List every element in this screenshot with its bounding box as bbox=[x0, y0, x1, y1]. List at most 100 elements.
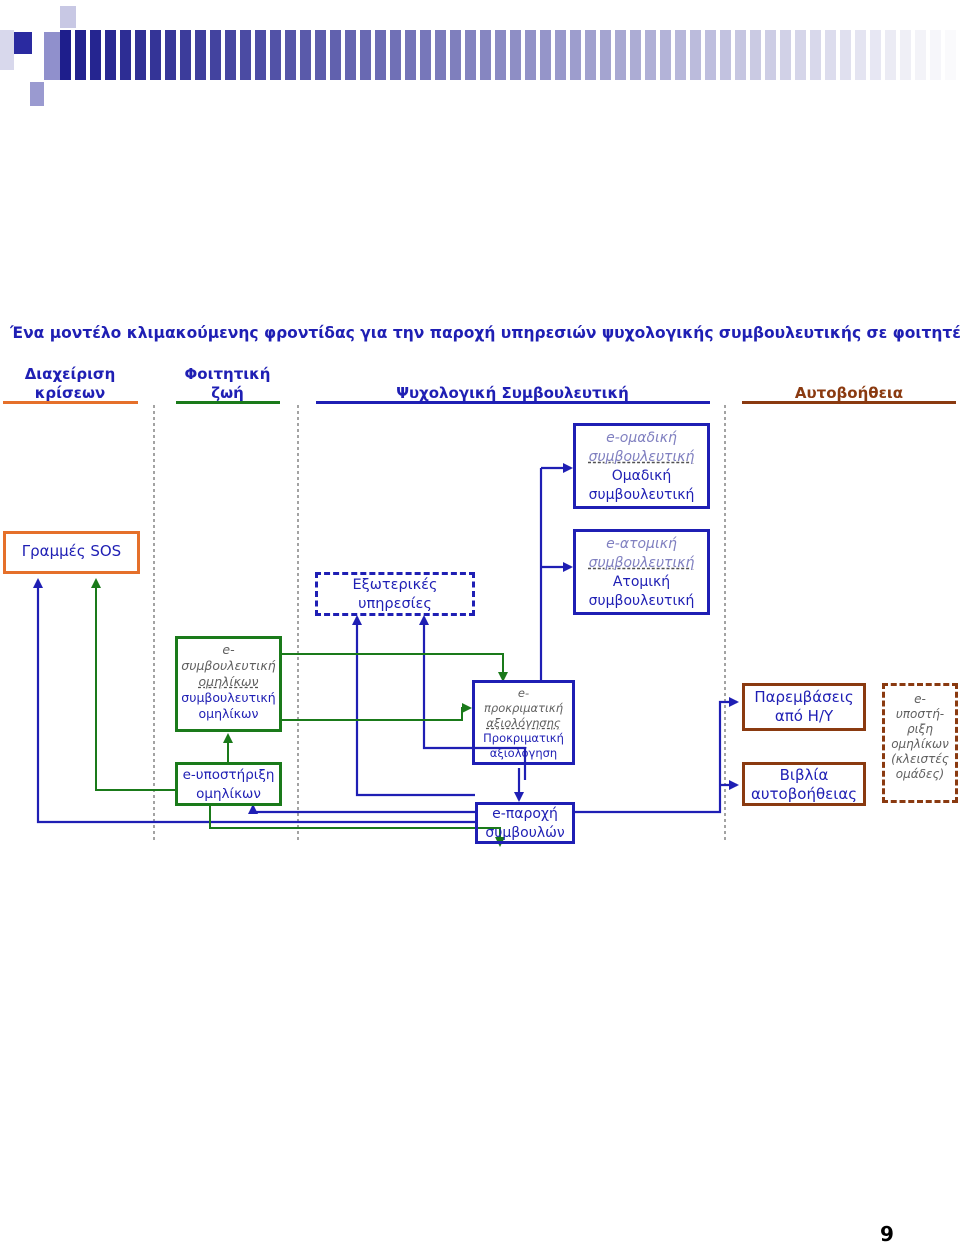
blue-line-to-self-help bbox=[575, 697, 739, 814]
band-stripe bbox=[870, 30, 881, 80]
individual-e-line2: συμβουλευτική bbox=[588, 555, 695, 571]
header-square-2 bbox=[0, 30, 14, 70]
books-line1: Βιβλία bbox=[779, 766, 829, 784]
band-stripe bbox=[135, 30, 146, 80]
band-stripe bbox=[450, 30, 461, 80]
band-stripe bbox=[615, 30, 626, 80]
peer-support-box: e-υποστήριξη ομηλίκων bbox=[175, 762, 282, 806]
band-stripe bbox=[720, 30, 731, 80]
band-stripe bbox=[915, 30, 926, 80]
band-stripe bbox=[105, 30, 116, 80]
individual-line2: συμβουλευτική bbox=[588, 593, 695, 609]
band-stripe bbox=[420, 30, 431, 80]
individual-line1: Ατομική bbox=[612, 574, 671, 590]
band-stripe bbox=[195, 30, 206, 80]
band-stripe bbox=[795, 30, 806, 80]
peer-groups-l6: ομάδες) bbox=[895, 767, 945, 781]
band-stripe bbox=[705, 30, 716, 80]
group-e-line1: e-ομαδική bbox=[606, 430, 677, 446]
band-stripe bbox=[375, 30, 386, 80]
category-crisis: Διαχείριση κρίσεων bbox=[0, 365, 140, 403]
band-stripe bbox=[585, 30, 596, 80]
band-stripe bbox=[480, 30, 491, 80]
band-stripe bbox=[345, 30, 356, 80]
band-stripe bbox=[120, 30, 131, 80]
category-student-life-underline bbox=[176, 401, 280, 404]
band-stripe bbox=[660, 30, 671, 80]
band-stripe bbox=[270, 30, 281, 80]
sos-lines-box: Γραμμές SOS bbox=[3, 531, 140, 574]
band-stripe bbox=[900, 30, 911, 80]
external-line2: υπηρεσίες bbox=[358, 596, 432, 612]
band-stripe bbox=[315, 30, 326, 80]
peer-counseling-e-line3: ομηλίκων bbox=[198, 674, 259, 689]
band-stripe bbox=[165, 30, 176, 80]
band-stripe bbox=[330, 30, 341, 80]
advice-line2: συμβουλών bbox=[485, 825, 565, 841]
peer-groups-box: e- υποστή- ριξη ομηλίκων (κλειστές ομάδε… bbox=[882, 683, 958, 803]
advice-line1: e-παροχή bbox=[492, 806, 558, 822]
band-stripe bbox=[150, 30, 161, 80]
header-square-3 bbox=[60, 6, 76, 28]
header-band bbox=[60, 30, 960, 80]
band-stripe bbox=[180, 30, 191, 80]
screening-box: e- προκριματική αξιολόγησης Προκριματική… bbox=[472, 680, 575, 765]
peer-groups-l4: ομηλίκων bbox=[891, 737, 949, 751]
books-line2: αυτοβοήθειας bbox=[750, 785, 858, 803]
band-stripe bbox=[750, 30, 761, 80]
band-stripe bbox=[525, 30, 536, 80]
group-counseling-box: e-ομαδική συμβουλευτική Ομαδική συμβουλε… bbox=[573, 423, 710, 509]
band-stripe bbox=[540, 30, 551, 80]
green-line-to-sos-2 bbox=[91, 578, 175, 791]
category-crisis-underline bbox=[3, 401, 138, 404]
band-stripe bbox=[255, 30, 266, 80]
band-stripe bbox=[60, 30, 71, 80]
band-stripe bbox=[90, 30, 101, 80]
band-stripe bbox=[855, 30, 866, 80]
band-stripe bbox=[465, 30, 476, 80]
screening-e-line1: e- bbox=[517, 686, 530, 700]
peer-groups-l2: υποστή- bbox=[895, 707, 945, 721]
computer-interventions-box: Παρεμβάσεις από Η/Υ bbox=[742, 683, 866, 731]
band-stripe bbox=[75, 30, 86, 80]
band-stripe bbox=[735, 30, 746, 80]
band-stripe bbox=[300, 30, 311, 80]
category-student-life-line2: ζωή bbox=[211, 384, 244, 402]
peer-groups-l5: (κλειστές bbox=[891, 752, 949, 766]
band-stripe bbox=[630, 30, 641, 80]
advice-box: e-παροχή συμβουλών bbox=[475, 802, 575, 844]
band-stripe bbox=[285, 30, 296, 80]
peer-counseling-line1: συμβουλευτική bbox=[181, 690, 276, 705]
band-stripe bbox=[510, 30, 521, 80]
category-counseling: Ψυχολογική Συμβουλευτική bbox=[396, 384, 629, 402]
peer-counseling-box: e- συμβουλευτική ομηλίκων συμβουλευτική … bbox=[175, 636, 282, 732]
screening-e-line3: αξιολόγησης bbox=[486, 716, 561, 730]
individual-e-line1: e-ατομική bbox=[606, 536, 677, 552]
band-stripe bbox=[825, 30, 836, 80]
screening-e-line2: προκριματική bbox=[483, 701, 563, 715]
band-stripe bbox=[210, 30, 221, 80]
band-stripe bbox=[930, 30, 941, 80]
group-e-line2: συμβουλευτική bbox=[588, 449, 695, 465]
category-self-help: Αυτοβοήθεια bbox=[794, 384, 904, 402]
green-line-peer-to-screening bbox=[282, 703, 472, 721]
category-crisis-line2: κρίσεων bbox=[34, 384, 106, 402]
band-stripe bbox=[495, 30, 506, 80]
band-stripe bbox=[405, 30, 416, 80]
blue-line-to-external-1 bbox=[352, 615, 475, 797]
peer-groups-l1: e- bbox=[914, 692, 926, 706]
screening-line1: Προκριματική bbox=[483, 731, 564, 745]
category-student-life-line1: Φοιτητική bbox=[184, 365, 271, 383]
band-stripe bbox=[435, 30, 446, 80]
band-stripe bbox=[600, 30, 611, 80]
band-stripe bbox=[390, 30, 401, 80]
band-stripe bbox=[360, 30, 371, 80]
peer-support-line1: e-υποστήριξη bbox=[182, 767, 275, 783]
band-stripe bbox=[240, 30, 251, 80]
green-line-bottom-loop bbox=[209, 806, 505, 847]
peer-groups-l3: ριξη bbox=[907, 722, 933, 736]
band-stripe bbox=[840, 30, 851, 80]
page-number: 9 bbox=[880, 1222, 894, 1246]
band-stripe bbox=[675, 30, 686, 80]
